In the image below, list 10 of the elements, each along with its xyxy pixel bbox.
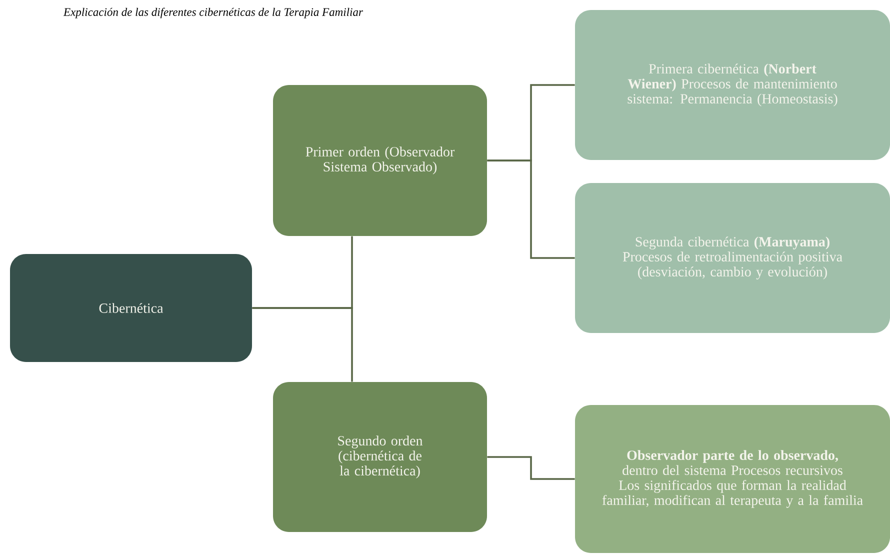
description-box: Segunda cibernética (Maruyama) Procesos de retroalimentación positiva (desviación, cambio y evolución) (575, 183, 890, 333)
order-box: Segundo orden (cibernética de la cibernética) (273, 382, 487, 532)
connector (252, 307, 353, 382)
title: Explicación de las diferentes cibernéticas de la Terapia Familiar (63, 8, 363, 18)
description-box: Primera cibernética (Norbert Wiener) Procesos de mantenimiento sistema: Permanencia (Homeostasis) (575, 10, 890, 160)
order-box: Primer orden (Observador Sistema Observado) (273, 85, 487, 236)
connector (487, 160, 575, 259)
description-box: Observador parte de lo observado, dentro del sistema Procesos recursivos Los significados que forman la realidad familiar, modifican al terapeuta y a la familia (575, 405, 890, 553)
connector (487, 456, 575, 480)
root-box: Cibernética (10, 254, 252, 362)
